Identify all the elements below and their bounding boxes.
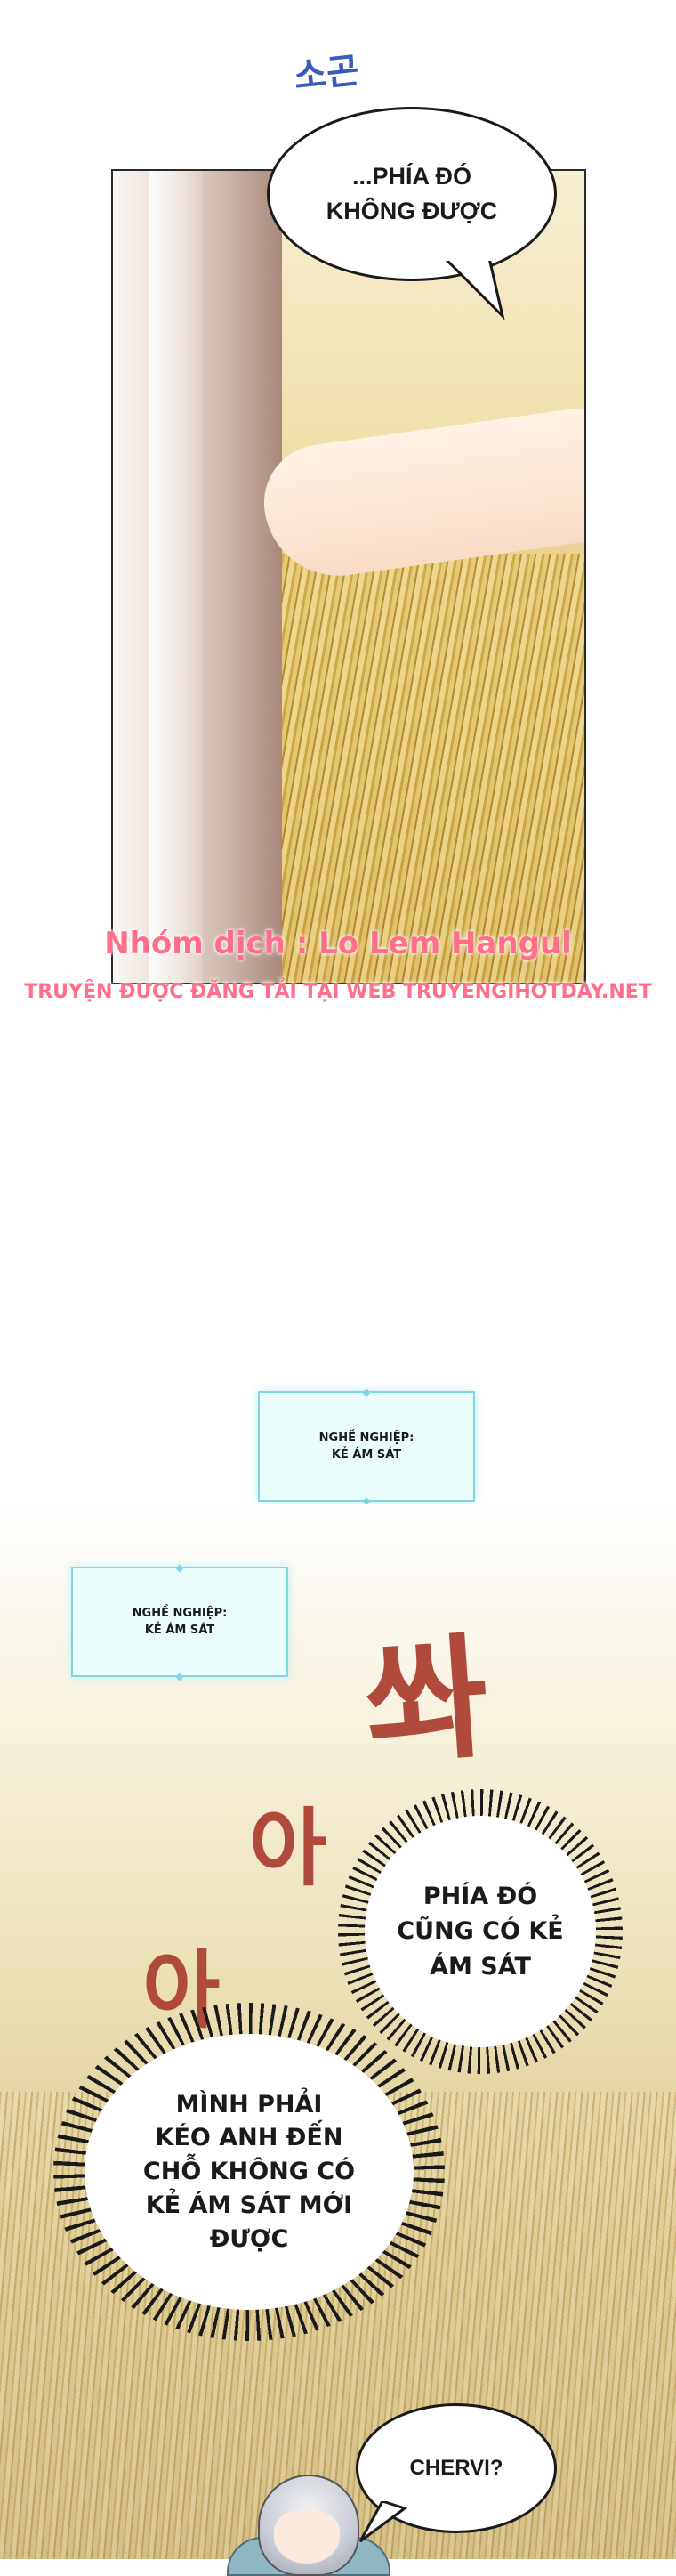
speech-bubble-1: ...PHÍA ĐÓ KHÔNG ĐƯỢC	[267, 107, 557, 281]
job-box-1: NGHỀ NGHIỆP: KẺ ÁM SÁT	[258, 1391, 475, 1502]
job-box-2: NGHỀ NGHIỆP: KẺ ÁM SÁT	[71, 1567, 288, 1677]
rustle-sfx-sa: 쏴	[360, 1620, 494, 1784]
job-box-1-label: NGHỀ NGHIỆP:	[318, 1430, 414, 1445]
panel-cloth-grab	[111, 169, 586, 984]
job-box-1-value: KẺ ÁM SÁT	[331, 1448, 402, 1462]
speech-bubble-2-tail	[358, 2501, 408, 2543]
cloth-highlight	[149, 171, 202, 983]
thought-bubble-2: MÌNH PHẢI KÉO ANH ĐẾN CHỖ KHÔNG CÓ KẺ ÁM…	[84, 2034, 414, 2310]
wheat-field	[282, 554, 584, 983]
character-face	[274, 2510, 340, 2564]
job-box-2-label: NGHỀ NGHIỆP:	[132, 1606, 228, 1620]
thought-bubble-2-text: MÌNH PHẢI KÉO ANH ĐẾN CHỖ KHÔNG CÓ KẺ ÁM…	[142, 2090, 356, 2253]
speech-bubble-1-tail	[442, 258, 505, 320]
job-box-2-value: KẺ ÁM SÁT	[144, 1624, 215, 1637]
thought-bubble-1-text: PHÍA ĐÓ CŨNG CÓ KẺ ÁM SÁT	[397, 1883, 564, 1981]
thought-bubble-1: PHÍA ĐÓ CŨNG CÓ KẺ ÁM SÁT	[365, 1816, 596, 2047]
translator-credit: Nhóm dịch : Lo Lem Hangul	[104, 926, 572, 961]
speech-bubble-1-text: ...PHÍA ĐÓ KHÔNG ĐƯỢC	[326, 162, 498, 224]
speech-bubble-2-text: CHERVI?	[409, 2456, 503, 2480]
whisper-sfx: 소곤	[292, 50, 362, 98]
site-credit: TRUYỆN ĐƯỢC ĐĂNG TẢI TẠI WEB TRUYENGIHOT…	[24, 981, 652, 1003]
rustle-sfx-a1: 아	[249, 1800, 327, 1898]
